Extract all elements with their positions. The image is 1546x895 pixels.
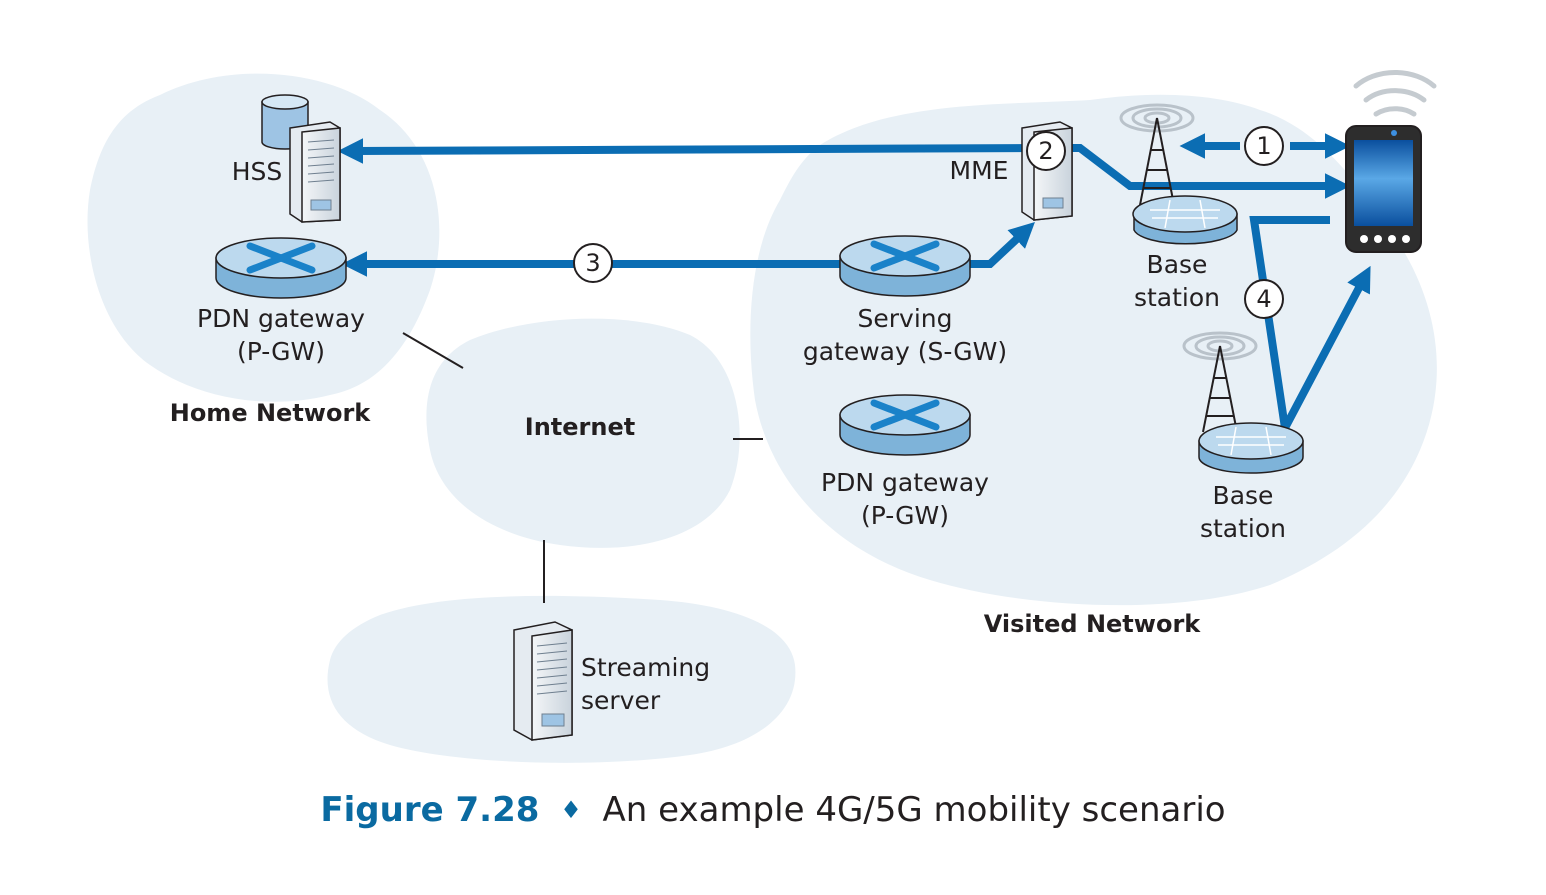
internet-cloud: [426, 318, 740, 548]
home-pgw-label-line2: (P-GW): [236, 337, 326, 366]
base-station-1-label-line1: Base: [1146, 250, 1208, 279]
home-pgw-router-icon: [215, 237, 347, 299]
hss-label: HSS: [231, 157, 283, 186]
sgw-label-line1: Serving: [857, 304, 953, 333]
figure-number: Figure 7.28: [320, 790, 540, 830]
home-pgw-label-line1: PDN gateway: [197, 304, 365, 333]
caption-separator: ♦: [560, 796, 582, 824]
caption-text: An example 4G/5G mobility scenario: [602, 790, 1226, 830]
figure-caption: Figure 7.28 ♦ An example 4G/5G mobility …: [0, 790, 1546, 830]
step-1-marker: 1: [1244, 126, 1284, 166]
internet-label: Internet: [524, 413, 636, 441]
sgw-label-line2: gateway (S-GW): [802, 337, 1008, 366]
step-4-marker: 4: [1244, 279, 1284, 319]
step-2-marker: 2: [1026, 131, 1066, 171]
base-station-2-label-line2: station: [1199, 514, 1287, 543]
streaming-server-label-line2: server: [581, 686, 661, 715]
step-3-marker: 3: [573, 243, 613, 283]
visited-network-label: Visited Network: [983, 610, 1201, 638]
base-station-2-label-line1: Base: [1212, 481, 1274, 510]
streaming-server-label-line1: Streaming: [581, 653, 711, 682]
visited-pgw-label-line1: PDN gateway: [821, 468, 989, 497]
base-station-2-icon: [1182, 331, 1304, 474]
streaming-server-icon: [513, 621, 573, 741]
home-network-label: Home Network: [169, 399, 371, 427]
base-station-1-label-line2: station: [1133, 283, 1221, 312]
hss-icon: [261, 94, 341, 223]
sgw-router-icon: [839, 235, 971, 297]
visited-pgw-label-line2: (P-GW): [860, 501, 950, 530]
mme-label: MME: [949, 156, 1009, 185]
mobile-phone-icon: [1345, 70, 1437, 253]
home-internet-link: [402, 332, 464, 369]
mme-to-hss-arrow: [337, 138, 1045, 164]
base-station-1-icon: [1119, 103, 1238, 245]
handover-path-arrow: [1249, 216, 1371, 441]
sgw-to-mme-arrow: [970, 222, 1035, 268]
visited-pgw-router-icon: [839, 394, 971, 456]
flow-arrows: [337, 133, 1371, 441]
